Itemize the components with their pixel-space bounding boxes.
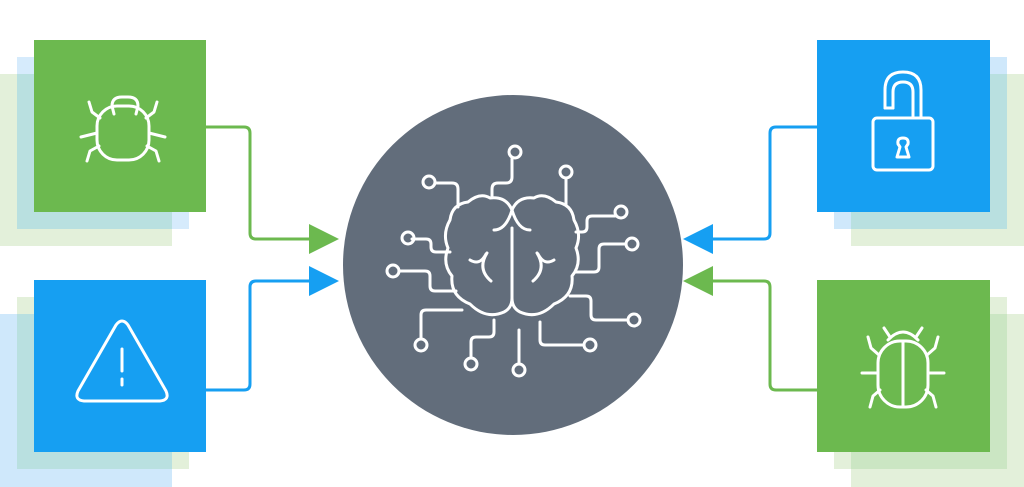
brain-circuit-icon: [385, 144, 642, 378]
arrowhead-icon: [683, 266, 713, 296]
source-card-bug-left: [0, 40, 206, 246]
connector-bug-left: [206, 125, 339, 254]
connector-warning-left: [206, 266, 339, 392]
card-green: [34, 40, 206, 212]
connector-lock-right: [683, 125, 817, 254]
connector-beetle-right: [683, 266, 817, 392]
arrowhead-icon: [309, 224, 339, 254]
tick-bug-icon: [79, 95, 167, 163]
unlocked-padlock-icon: [871, 70, 935, 172]
source-card-beetle-right: [817, 280, 1024, 487]
card-blue: [34, 280, 206, 452]
warning-triangle-icon: [75, 319, 169, 403]
beetle-bug-icon: [860, 326, 946, 409]
arrowhead-icon: [309, 266, 339, 296]
ai-hub: [343, 95, 683, 435]
source-card-warning-left: [0, 280, 206, 487]
card-blue: [817, 40, 990, 212]
source-card-lock-right: [817, 40, 1024, 246]
arrowhead-icon: [683, 224, 713, 254]
